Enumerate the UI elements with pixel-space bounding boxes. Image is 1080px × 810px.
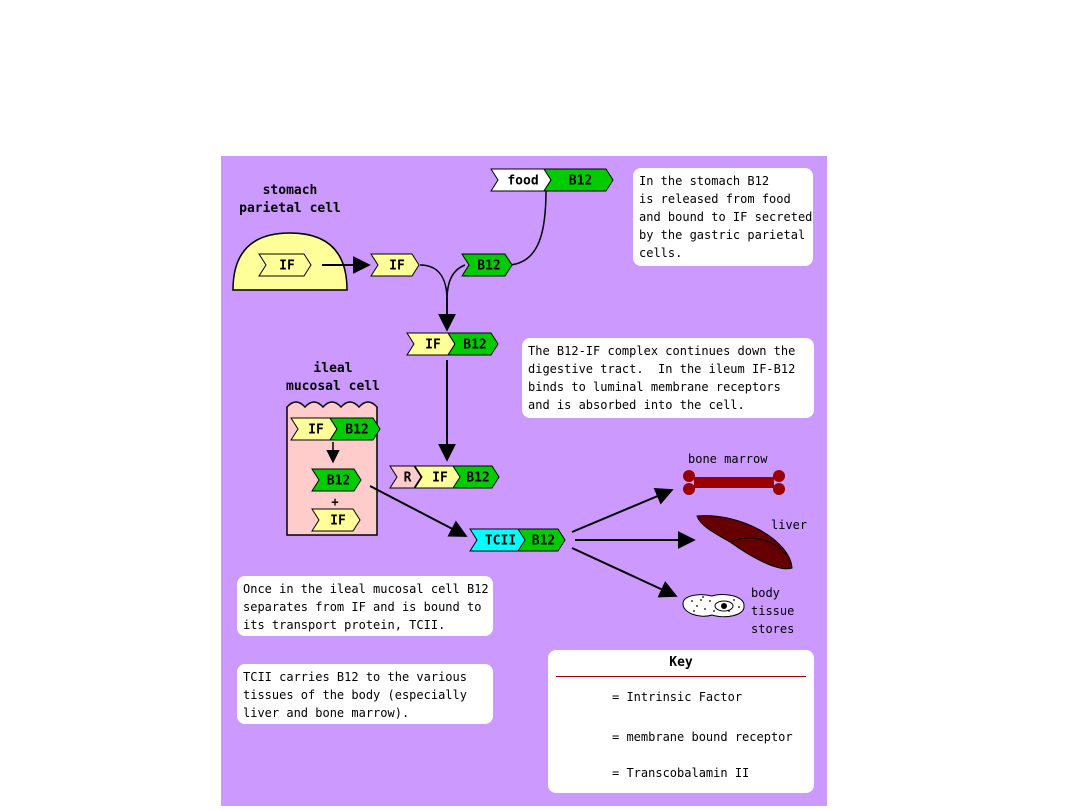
key-divider bbox=[556, 676, 806, 677]
key-desc-if: = Intrinsic Factor bbox=[612, 690, 743, 704]
tag-b12-text: B12 bbox=[569, 174, 592, 189]
key-desc-r: = membrane bound receptor bbox=[612, 730, 793, 744]
key-title: Key bbox=[669, 655, 693, 670]
connector-if-merge bbox=[419, 264, 448, 301]
stomach-label-line2: parietal cell bbox=[239, 201, 341, 216]
tag-if-text: IF bbox=[330, 514, 346, 529]
tag-if-text: IF bbox=[432, 471, 448, 486]
tag-food: food bbox=[490, 168, 552, 192]
note-stomach-line: is released from food bbox=[639, 192, 791, 206]
tag-b12: B12 bbox=[447, 332, 499, 356]
note-mucosal-line: separates from IF and is bound to bbox=[243, 600, 482, 614]
note-stomach-line: In the stomach B12 bbox=[639, 174, 770, 188]
arrow-to-bone-marrow bbox=[571, 487, 674, 533]
ileal-label-line1: ileal bbox=[313, 361, 353, 376]
tag-if-text: IF bbox=[389, 259, 405, 274]
tag-b12: B12 bbox=[543, 168, 614, 192]
tag-if: IF bbox=[414, 465, 462, 489]
plus-sign: + bbox=[331, 495, 338, 509]
tag-food-text: food bbox=[507, 174, 538, 189]
liver-icon bbox=[696, 515, 793, 570]
tag-if: IF bbox=[258, 253, 312, 277]
note-mucosal: Once in the ileal mucosal cell B12 separ… bbox=[237, 576, 493, 636]
bone-icon bbox=[683, 470, 785, 495]
note-ileum-line: The B12-IF complex continues down the bbox=[528, 344, 796, 358]
connector-b12-merge bbox=[446, 264, 466, 301]
note-mucosal-line: Once in the ileal mucosal cell B12 bbox=[243, 582, 489, 596]
body-tissue-icon bbox=[682, 593, 745, 618]
tag-if: IF bbox=[370, 253, 420, 277]
note-ileum-line: binds to luminal membrane receptors bbox=[528, 380, 781, 394]
note-tcii-line: liver and bone marrow). bbox=[243, 706, 410, 720]
tag-b12-text: B12 bbox=[327, 474, 350, 489]
tag-if: IF bbox=[290, 417, 338, 441]
body-label-line2: tissue bbox=[751, 604, 795, 618]
note-ileum: The B12-IF complex continues down the di… bbox=[522, 338, 814, 418]
tag-b12: B12 bbox=[461, 253, 513, 277]
connector-food-b12 bbox=[509, 189, 547, 266]
note-ileum-line: and is absorbed into the cell. bbox=[528, 398, 745, 412]
tag-b12-text: B12 bbox=[463, 338, 486, 353]
note-ileum-line: digestive tract. In the ileum IF-B12 bbox=[528, 362, 796, 376]
tag-r-text: R bbox=[404, 471, 412, 486]
tag-tcii: TCII bbox=[469, 528, 528, 552]
ileal-label-line2: mucosal cell bbox=[286, 379, 380, 394]
body-label-line3: stores bbox=[751, 622, 795, 636]
liver-label: liver bbox=[771, 518, 808, 532]
tag-b12-text: B12 bbox=[532, 534, 555, 549]
arrow-to-tcii bbox=[369, 485, 468, 537]
stomach-label-line1: stomach bbox=[262, 183, 318, 198]
note-tcii: TCII carries B12 to the various tissues … bbox=[237, 664, 493, 724]
tag-r: R bbox=[389, 465, 422, 489]
note-mucosal-line: its transport protein, TCII. bbox=[243, 618, 446, 632]
tag-if-text: IF bbox=[425, 338, 441, 353]
tag-tcii-text: TCII bbox=[485, 534, 516, 549]
note-stomach: In the stomach B12 is released from food… bbox=[633, 168, 813, 266]
tag-b12: B12 bbox=[452, 465, 500, 489]
tag-if: IF bbox=[406, 332, 456, 356]
ileal-label: ileal mucosal cell bbox=[278, 360, 388, 396]
tag-if-text: IF bbox=[308, 423, 324, 438]
tag-if: IF bbox=[311, 508, 361, 532]
tag-b12-text: B12 bbox=[477, 259, 500, 274]
body-tissue-label: body tissue stores bbox=[751, 584, 794, 638]
note-stomach-line: cells. bbox=[639, 246, 683, 260]
tag-if-text: IF bbox=[279, 259, 295, 274]
tag-b12: B12 bbox=[517, 528, 566, 552]
body-label-line1: body bbox=[751, 586, 780, 600]
key-box: Key = Intrinsic Factor = membrane bound … bbox=[548, 650, 814, 793]
stomach-label: stomach parietal cell bbox=[235, 182, 345, 218]
bone-marrow-label: bone marrow bbox=[688, 452, 768, 466]
arrow-to-body-tissue bbox=[571, 547, 678, 598]
tag-b12-text: B12 bbox=[345, 423, 368, 438]
note-tcii-line: TCII carries B12 to the various bbox=[243, 670, 467, 684]
tag-b12-text: B12 bbox=[466, 471, 489, 486]
key-desc-tcii: = Transcobalamin II bbox=[612, 766, 750, 780]
note-tcii-line: tissues of the body (especially bbox=[243, 688, 467, 702]
tag-b12: B12 bbox=[311, 468, 362, 492]
tag-b12: B12 bbox=[329, 417, 381, 441]
note-stomach-line: by the gastric parietal bbox=[639, 228, 806, 242]
note-stomach-line: and bound to IF secreted bbox=[639, 210, 813, 224]
